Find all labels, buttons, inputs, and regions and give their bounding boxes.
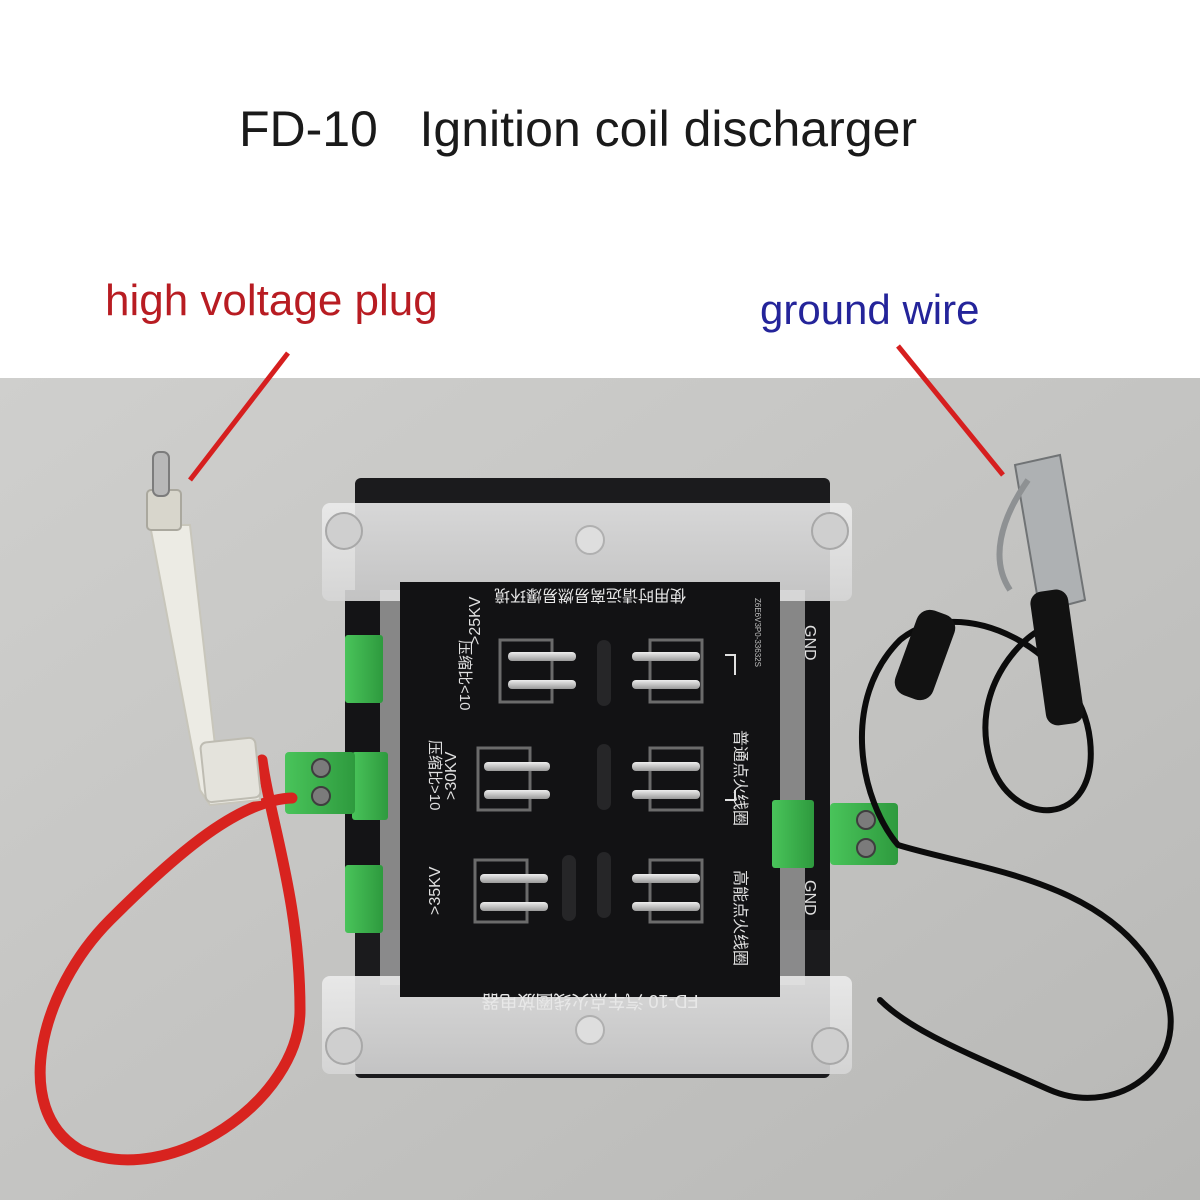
coil-group-bracket — [725, 654, 736, 801]
high-voltage-plug — [146, 451, 262, 807]
board-serial-number: Z6E6V3P0-33632S — [753, 598, 762, 667]
board-bottom-model: FD-10 汽车点火线圈放电器 — [481, 991, 698, 1011]
high-voltage-pointer-line — [188, 351, 290, 482]
label-normal-ignition-coil: 普通点火线圈 — [731, 730, 749, 826]
vent-slots — [562, 640, 611, 921]
alligator-clip — [894, 453, 1087, 726]
label-compression-gt10: 压缩比>10 — [426, 740, 443, 810]
label-25kv: >25KV — [467, 596, 484, 645]
page-title: FD-10 Ignition coil discharger — [238, 101, 918, 157]
electrode-right-bottom — [632, 858, 704, 924]
electrode-right-top — [632, 638, 704, 704]
electrode-left-top — [498, 638, 576, 704]
label-30kv: >30KV — [443, 751, 460, 800]
ground-pointer-line — [896, 344, 1005, 477]
high-voltage-plug-label: high voltage plug — [105, 276, 438, 325]
ground-wire-label: ground wire — [760, 286, 980, 333]
electrode-right-middle — [632, 746, 704, 812]
electrode-left-middle — [476, 746, 550, 812]
electrode-sockets — [473, 638, 704, 924]
left-terminal-blocks — [285, 635, 388, 933]
label-gnd-bottom: GND — [801, 880, 818, 916]
label-35kv: >35KV — [427, 866, 444, 915]
red-wire — [34, 754, 306, 1166]
pcb-face — [400, 582, 780, 997]
label-gnd-top: GND — [801, 625, 818, 661]
label-high-energy-ignition-coil: 高能点火线圈 — [731, 870, 749, 966]
board-top-warning: 使用时请远离易燃易爆环境 — [494, 586, 686, 605]
black-ground-wire — [858, 619, 1174, 1101]
electrode-left-bottom — [473, 858, 548, 924]
label-compression-lt10: 压缩比<10 — [456, 640, 473, 710]
